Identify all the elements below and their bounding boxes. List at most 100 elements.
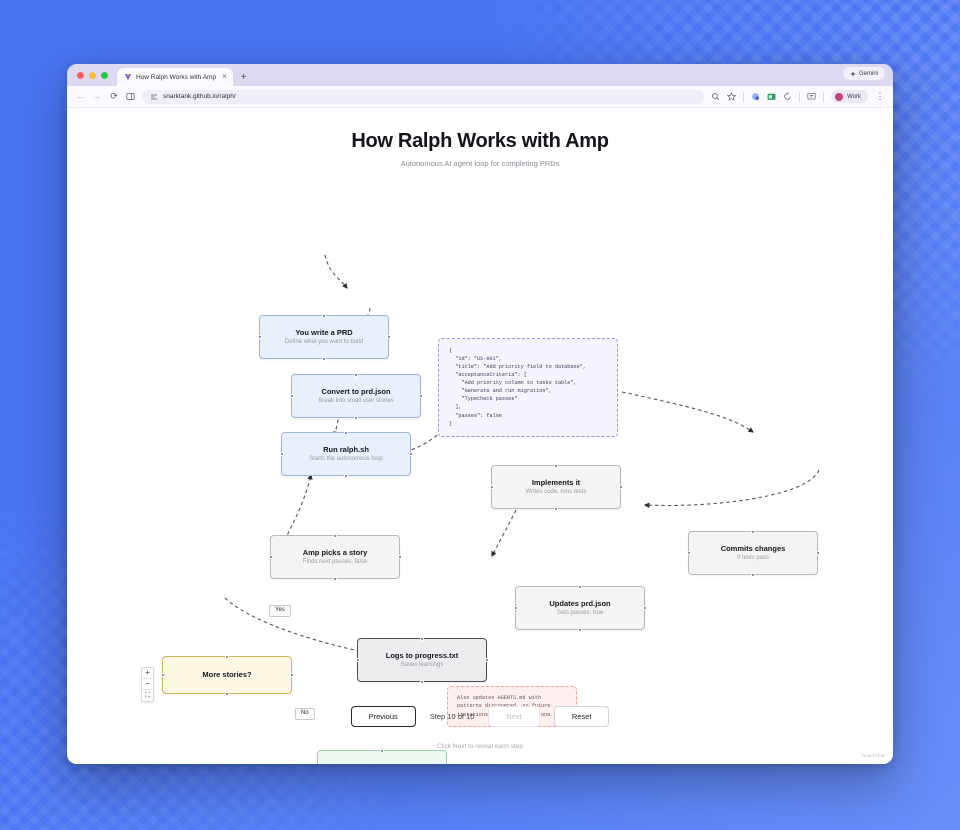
node-subtitle: Saves learnings (400, 661, 444, 668)
react-flow-attribution[interactable]: React Flow (862, 753, 885, 758)
zoom-out-button[interactable]: − (142, 679, 153, 690)
node-implements-it[interactable]: Implements it Writes code, runs tests (489, 463, 623, 511)
handle-right[interactable] (618, 484, 623, 489)
node-logs-to-progress-txt[interactable]: Logs to progress.txt Saves learnings (355, 636, 489, 684)
handle-right[interactable] (397, 554, 402, 559)
node-title: Convert to prd.json (321, 386, 391, 396)
close-window-button[interactable] (77, 71, 84, 79)
node-convert-to-prd-json[interactable]: Convert to prd.json Break into small use… (289, 372, 423, 420)
extension-puzzle-icon[interactable] (751, 92, 760, 101)
handle-right[interactable] (484, 657, 489, 662)
handle-bottom[interactable] (332, 576, 337, 581)
browser-window: How Ralph Works with Amp × + Gemini ← → … (67, 64, 893, 764)
node-subtitle: Finds next passes: false (302, 558, 368, 565)
handle-bottom[interactable] (419, 679, 424, 684)
handle-right[interactable] (386, 334, 391, 339)
cast-icon[interactable] (807, 92, 816, 101)
node-subtitle: Starts the autonomous loop (309, 455, 383, 462)
gemini-label: Gemini (858, 70, 878, 77)
handle-left[interactable] (268, 554, 273, 559)
node-title: Amp picks a story (302, 547, 368, 557)
handle-bottom[interactable] (577, 627, 582, 632)
handle-left[interactable] (489, 484, 494, 489)
reset-button[interactable]: Reset (553, 705, 610, 727)
handle-left[interactable] (279, 451, 284, 456)
handle-right[interactable] (815, 550, 820, 555)
node-subtitle: Sets passes: true (556, 609, 604, 616)
handle-bottom[interactable] (321, 356, 326, 361)
node-done[interactable]: Done! All stories complete (317, 748, 447, 764)
node-commits-changes[interactable]: Commits changes If tests pass (686, 529, 820, 577)
browser-tab[interactable]: How Ralph Works with Amp × (117, 68, 233, 86)
browser-tabstrip: How Ralph Works with Amp × + Gemini (67, 64, 893, 86)
profile-chip[interactable]: Work (831, 90, 868, 103)
split-panel-icon[interactable] (126, 92, 135, 101)
page-subtitle: Autonomous AI agent loop for completing … (400, 159, 560, 168)
node-title: Run ralph.sh (323, 444, 369, 454)
gemini-button[interactable]: Gemini (842, 67, 885, 80)
handle-bottom[interactable] (553, 506, 558, 511)
node-subtitle: If tests pass (736, 554, 769, 561)
flow-zoom-controls[interactable]: + − ⛶ (141, 667, 154, 702)
handle-top[interactable] (553, 463, 558, 468)
address-bar[interactable]: snarktank.github.io/ralph/ (142, 89, 705, 104)
handle-left[interactable] (513, 605, 518, 610)
zoom-in-button[interactable]: + (142, 668, 153, 679)
browser-menu-button[interactable]: ⋮ (875, 91, 885, 101)
forward-button[interactable]: → (92, 91, 102, 101)
node-run-ralph-sh[interactable]: Run ralph.sh Starts the autonomous loop (279, 430, 413, 478)
node-title: You write a PRD (295, 327, 353, 337)
flow-canvas[interactable]: You write a PRD Define what you want to … (67, 160, 893, 764)
handle-top[interactable] (419, 636, 424, 641)
handle-right[interactable] (642, 605, 647, 610)
node-updates-prd-json[interactable]: Updates prd.json Sets passes: true (513, 584, 647, 632)
fit-view-button[interactable]: ⛶ (145, 692, 150, 699)
password-manager-icon[interactable] (767, 92, 776, 101)
toolbar-divider-2 (799, 91, 801, 102)
next-button[interactable]: Next (488, 705, 540, 727)
handle-left[interactable] (257, 334, 262, 339)
previous-button[interactable]: Previous (350, 705, 416, 727)
handle-top[interactable] (321, 313, 326, 318)
history-icon[interactable] (783, 92, 792, 101)
new-tab-button[interactable]: + (240, 72, 247, 83)
handle-bottom[interactable] (353, 415, 358, 420)
handle-bottom[interactable] (750, 572, 755, 577)
handle-top[interactable] (343, 430, 348, 435)
amp-logo-icon (125, 74, 131, 80)
avatar (835, 92, 844, 101)
handle-top[interactable] (353, 372, 358, 377)
bookmark-star-icon[interactable] (727, 92, 737, 101)
minimize-window-button[interactable] (89, 71, 96, 79)
handle-right[interactable] (408, 451, 413, 456)
handle-top[interactable] (224, 654, 229, 659)
node-you-write-a-prd[interactable]: You write a PRD Define what you want to … (257, 313, 391, 361)
back-button[interactable]: ← (75, 91, 85, 101)
handle-left[interactable] (355, 657, 360, 662)
reload-button[interactable]: ⟳ (110, 91, 118, 101)
node-title: Updates prd.json (549, 598, 611, 608)
close-tab-icon[interactable]: × (222, 72, 227, 81)
step-indicator: Step 10 of 10 (429, 711, 475, 721)
handle-top[interactable] (332, 533, 337, 538)
node-more-stories[interactable]: More stories? (160, 654, 294, 696)
handle-right[interactable] (418, 393, 423, 398)
handle-left[interactable] (686, 550, 691, 555)
handle-bottom[interactable] (343, 473, 348, 478)
handle-right[interactable] (289, 672, 294, 677)
handle-top[interactable] (750, 529, 755, 534)
node-title: Logs to progress.txt (385, 650, 459, 660)
maximize-window-button[interactable] (101, 71, 108, 79)
site-info-icon[interactable] (150, 93, 158, 101)
handle-bottom[interactable] (224, 691, 229, 696)
handle-top[interactable] (577, 584, 582, 589)
window-controls[interactable] (77, 64, 117, 86)
zoom-icon[interactable] (711, 92, 720, 101)
handle-left[interactable] (160, 672, 165, 677)
handle-top[interactable] (379, 748, 384, 753)
node-title: Commits changes (720, 543, 786, 553)
edge-label-no: No (295, 708, 315, 720)
node-amp-picks-a-story[interactable]: Amp picks a story Finds next passes: fal… (268, 533, 402, 581)
node-subtitle: Define what you want to build (284, 338, 364, 345)
handle-left[interactable] (289, 393, 294, 398)
